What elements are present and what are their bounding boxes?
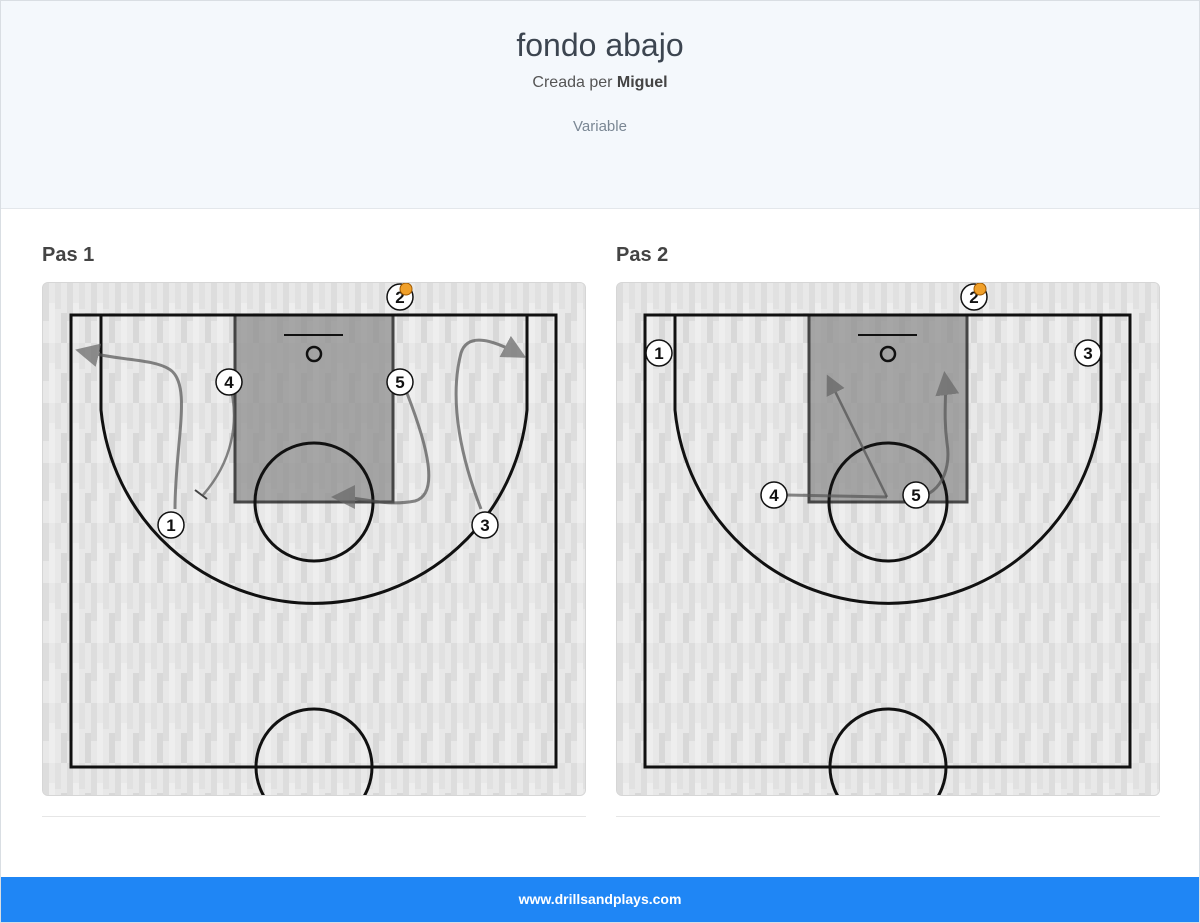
step-2-court: 1 2 3 4 5 — [616, 282, 1160, 796]
player-1-label: 1 — [654, 344, 663, 363]
byline-prefix: Creada per — [532, 74, 613, 91]
play-title: fondo abajo — [516, 27, 684, 63]
player-1[interactable]: 1 — [157, 511, 185, 539]
player-4-label: 4 — [224, 373, 234, 392]
player-1[interactable]: 1 — [645, 339, 673, 367]
player-3-label: 3 — [480, 516, 489, 535]
player-2-label: 2 — [969, 288, 978, 307]
rim — [305, 345, 323, 363]
center-circle — [828, 707, 948, 795]
step-2-divider — [616, 816, 1160, 817]
court-diagram-2: 1 2 3 4 5 — [617, 283, 1159, 795]
step-2-title: Pas 2 — [616, 244, 669, 266]
screen-end — [194, 489, 208, 500]
three-point-line — [673, 315, 1103, 605]
three-point-line — [99, 315, 529, 605]
player-5[interactable]: 5 — [902, 481, 930, 509]
player-3[interactable]: 3 — [1074, 339, 1102, 367]
category-tag[interactable]: Variable — [573, 118, 627, 135]
player-5-label: 5 — [395, 373, 404, 392]
player-4[interactable]: 4 — [760, 481, 788, 509]
player-5-label: 5 — [911, 486, 920, 505]
court-diagram-1: 1 2 3 4 5 — [43, 283, 585, 795]
byline: Creada per Miguel — [1, 74, 1199, 92]
step-1-title: Pas 1 — [42, 244, 95, 266]
player-2[interactable]: 2 — [960, 283, 988, 311]
free-throw-circle — [827, 441, 949, 563]
cut-path-5 — [331, 382, 431, 510]
ball-icon — [399, 283, 413, 296]
cut-path-1 — [75, 343, 183, 510]
rim — [879, 345, 897, 363]
author-name[interactable]: Miguel — [616, 74, 668, 91]
paint-area — [233, 313, 395, 504]
player-3[interactable]: 3 — [471, 511, 499, 539]
footer-link[interactable]: www.drillsandplays.com — [518, 891, 682, 907]
step-1-divider — [42, 816, 586, 817]
step-1: Pas 1 — [42, 241, 586, 817]
step-2: Pas 2 — [616, 241, 1160, 817]
cut-path-left — [826, 374, 889, 498]
center-circle — [254, 707, 374, 795]
play-header: fondo abajo Creada per Miguel Variable — [1, 1, 1199, 209]
player-4-label: 4 — [769, 486, 779, 505]
player-2-label: 2 — [395, 288, 404, 307]
player-2[interactable]: 2 — [386, 283, 414, 311]
pass-path-4 — [786, 493, 888, 499]
ball-icon — [973, 283, 987, 296]
player-5[interactable]: 5 — [386, 368, 414, 396]
player-4[interactable]: 4 — [215, 368, 243, 396]
player-3-label: 3 — [1083, 344, 1092, 363]
site-footer: www.drillsandplays.com — [1, 877, 1199, 922]
cut-path-3 — [454, 335, 527, 510]
step-1-court: 1 2 3 4 5 — [42, 282, 586, 796]
player-1-label: 1 — [166, 516, 175, 535]
